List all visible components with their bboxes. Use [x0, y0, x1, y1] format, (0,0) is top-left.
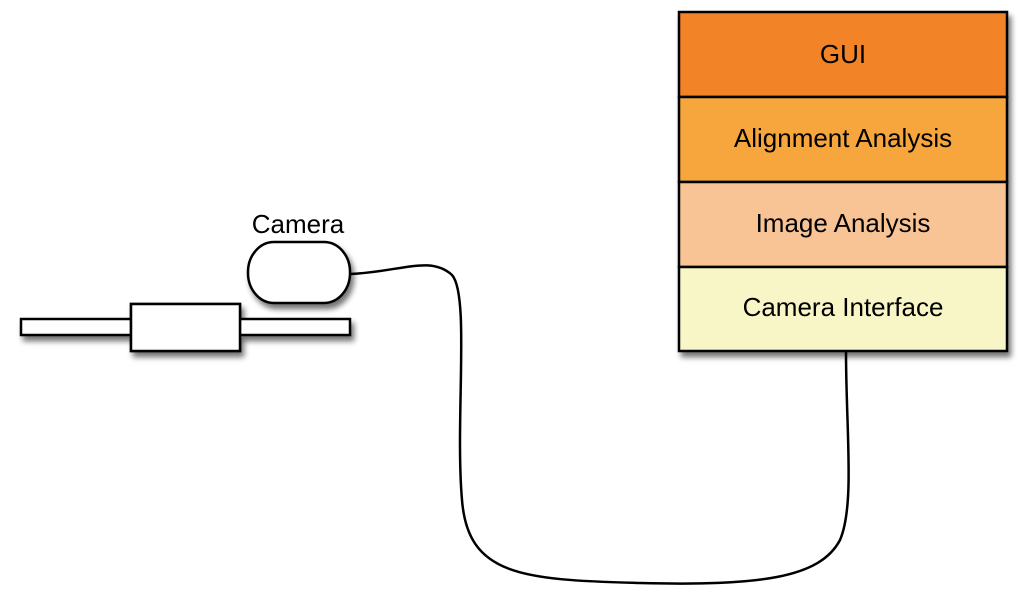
camera-body [246, 240, 352, 305]
camera-label: Camera [252, 209, 345, 239]
layer-alignment-analysis [677, 95, 1009, 184]
layer-alignment-analysis-label: Alignment Analysis [734, 123, 952, 153]
layer-image-analysis [677, 180, 1009, 269]
layer-gui-label: GUI [820, 39, 866, 69]
layer-image-analysis-label: Image Analysis [756, 208, 931, 238]
layer-camera-interface [677, 265, 1009, 353]
software-stack [677, 10, 1009, 353]
layer-camera-interface-label: Camera Interface [743, 292, 944, 322]
connection-cable [349, 264, 850, 585]
